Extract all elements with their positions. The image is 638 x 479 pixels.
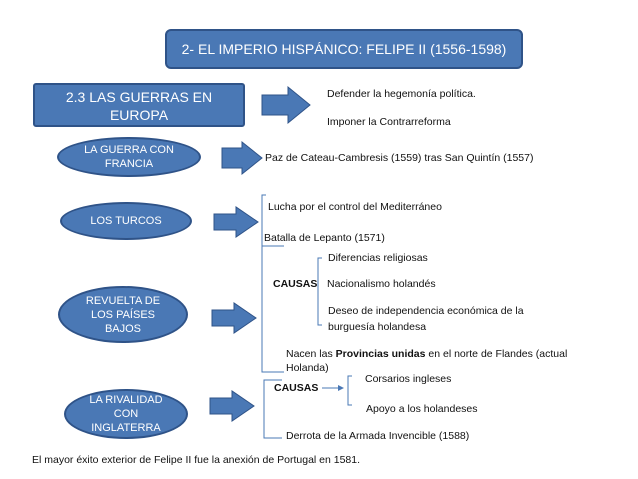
paises-bajos-causes-bracket bbox=[317, 257, 322, 326]
turcos-item: Lucha por el control del Mediterráneo bbox=[268, 201, 442, 213]
result-suffix: en el norte de Flandes (actual bbox=[425, 348, 568, 360]
section-goal: Imponer la Contrarreforma bbox=[327, 116, 451, 128]
oval-label-line: LA GUERRA CON bbox=[84, 144, 174, 156]
inglaterra-cause: Apoyo a los holandeses bbox=[366, 403, 478, 415]
inglaterra-result: Derrota de la Armada Invencible (1588) bbox=[286, 430, 470, 442]
page-title: 2- EL IMPERIO HISPÁNICO: FELIPE II (1556… bbox=[165, 29, 523, 69]
oval-paises-bajos: REVUELTA DE LOS PAÍSES BAJOS bbox=[58, 286, 188, 343]
result-prefix: Nacen las bbox=[286, 348, 336, 360]
francia-arrow bbox=[221, 140, 263, 176]
inglaterra-causes-bracket bbox=[347, 375, 352, 406]
oval-label-line: REVUELTA DE bbox=[85, 294, 161, 307]
paises-bajos-cause: Diferencias religiosas bbox=[328, 252, 428, 264]
oval-turcos: LOS TURCOS bbox=[60, 202, 192, 240]
turcos-arrow bbox=[213, 206, 259, 238]
inglaterra-causas-label: CAUSAS bbox=[274, 382, 319, 394]
inglaterra-cause: Corsarios ingleses bbox=[365, 373, 452, 385]
section-heading: 2.3 LAS GUERRAS EN EUROPA (problemas ext… bbox=[33, 83, 245, 141]
paises-bajos-bracket bbox=[261, 245, 284, 373]
result-bold: Provincias unidas bbox=[335, 348, 426, 360]
section-heading-line1: 2.3 LAS GUERRAS EN EUROPA bbox=[65, 89, 213, 123]
oval-inglaterra: LA RIVALIDAD CON INGLATERRA bbox=[64, 389, 188, 439]
paises-bajos-result: Nacen las Provincias unidas en el norte … bbox=[286, 348, 567, 361]
oval-label-line: LOS TURCOS bbox=[90, 215, 162, 227]
section-arrow bbox=[261, 85, 311, 125]
paises-bajos-cause: Deseo de independencia económica de la bbox=[328, 305, 524, 317]
inglaterra-causas-arrowhead bbox=[338, 385, 344, 391]
oval-label-line: INGLATERRA bbox=[91, 422, 161, 434]
oval-label-line: LA RIVALIDAD bbox=[89, 394, 163, 406]
oval-guerra-francia: LA GUERRA CON FRANCIA bbox=[57, 137, 201, 177]
paises-bajos-result-line2: Holanda) bbox=[286, 362, 329, 374]
inglaterra-bracket bbox=[263, 379, 282, 439]
paises-bajos-arrow bbox=[211, 302, 257, 334]
section-goal: Defender la hegemonía política. bbox=[327, 88, 476, 100]
footer-note: El mayor éxito exterior de Felipe II fue… bbox=[32, 454, 361, 466]
paises-bajos-causas-label: CAUSAS bbox=[273, 278, 318, 290]
paises-bajos-cause: burguesía holandesa bbox=[328, 321, 427, 333]
turcos-item: Batalla de Lepanto (1571) bbox=[264, 232, 385, 244]
oval-label-line: LOS PAÍSES bbox=[91, 308, 155, 321]
oval-label-line: BAJOS bbox=[104, 322, 142, 335]
oval-label-line: FRANCIA bbox=[104, 158, 154, 170]
oval-label-line: CON bbox=[113, 408, 139, 420]
inglaterra-arrow bbox=[209, 390, 255, 422]
paises-bajos-cause: Nacionalismo holandés bbox=[327, 278, 436, 290]
francia-text: Paz de Cateau-Cambresis (1559) tras San … bbox=[265, 152, 534, 164]
